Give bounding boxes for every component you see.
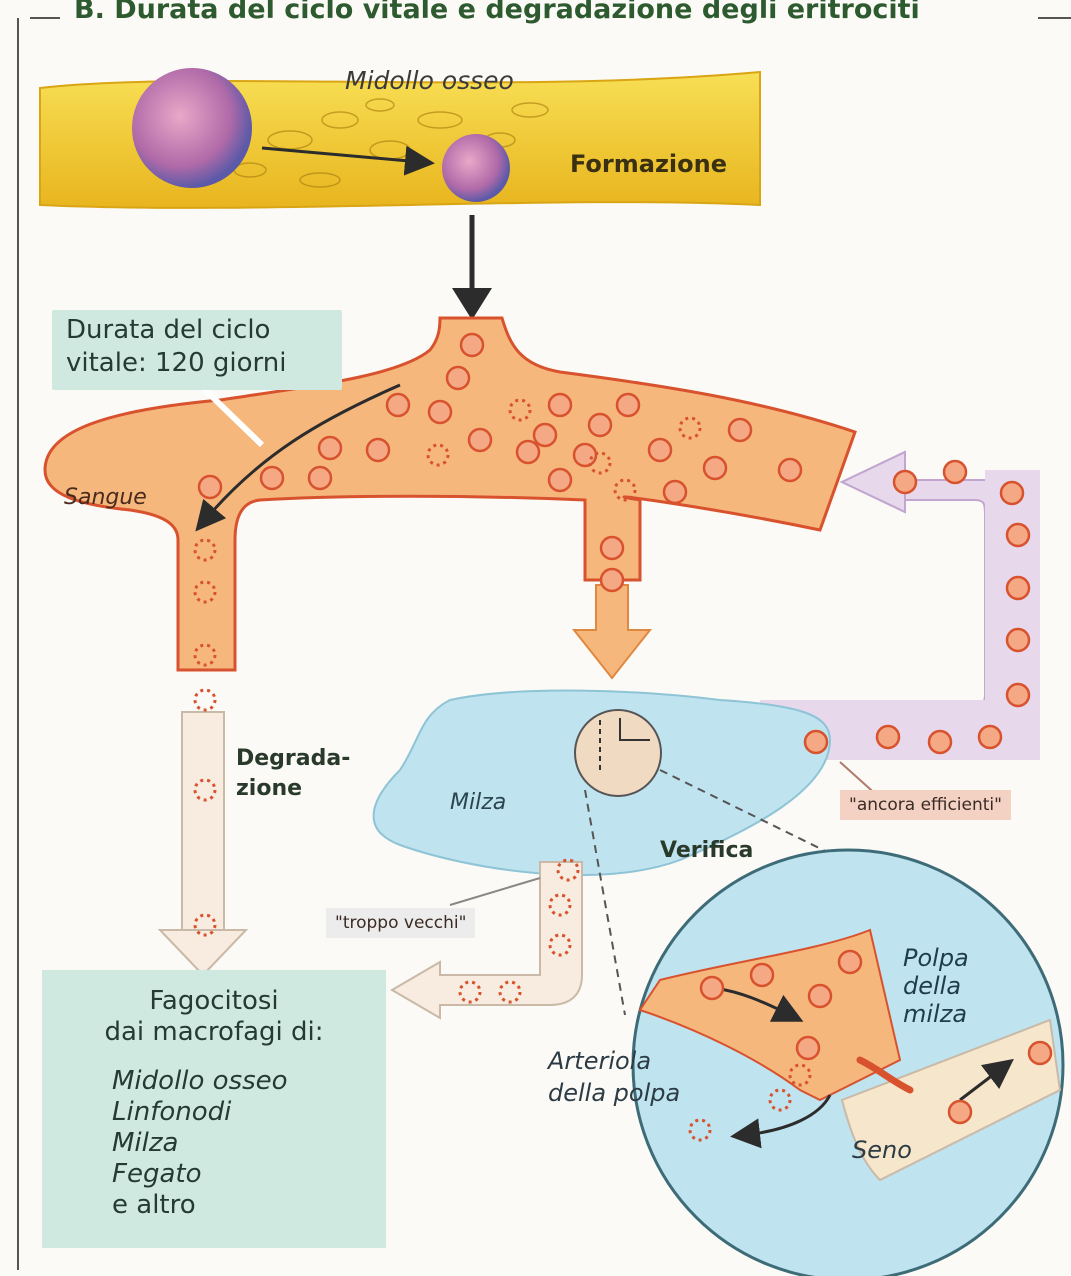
rbc-cell [309,467,331,489]
rbc-cell [429,401,451,423]
degradation-label: Degrada- zione [236,744,350,804]
rbc-cell [877,726,899,748]
degradation-line-2: zione [236,774,350,804]
rbc-fragment [195,690,215,710]
rbc-cell [894,471,916,493]
rbc-cell [574,444,596,466]
too-old-channel [392,862,582,1018]
sinus-label: Seno [852,1136,912,1164]
rbc-cell [1007,684,1029,706]
rbc-cell [199,476,221,498]
rbc-cell [649,439,671,461]
site-item: Midollo osseo [112,1066,386,1097]
site-item: Linfonodi [112,1097,386,1128]
rbc-cell [601,569,623,591]
rbc-cell [805,731,827,753]
pulp-arteriole-line-1: Arteriola [548,1045,680,1077]
rbc-cell [549,394,571,416]
rbc-cell [589,414,611,436]
stem-cell-large [132,68,252,188]
rbc-cell [517,441,539,463]
spleen-label: Milza [450,790,506,815]
phagocytosis-box: Fagocitosi dai macrofagi di: Midollo oss… [42,970,386,1248]
rbc-cell [1007,629,1029,651]
rbc-cell [839,951,861,973]
site-item: Milza [112,1128,386,1159]
spleen-pulp-label: Polpa della milza [903,944,969,1028]
bone-marrow-label: Midollo osseo [345,66,514,95]
stem-cell-small [442,134,510,202]
spleen-organ [374,691,830,876]
rbc-cell [261,467,283,489]
rbc-cell [1007,577,1029,599]
rbc-cell [387,394,409,416]
rbc-cell [751,964,773,986]
rbc-cell [319,437,341,459]
lifespan-line-1: Durata del ciclo [66,314,328,347]
magnified-view [633,850,1063,1276]
phagocytosis-title: Fagocitosi dai macrofagi di: [42,986,386,1048]
phagocytosis-title-line-2: dai macrofagi di: [42,1017,386,1048]
rbc-cell [367,439,389,461]
rbc-cell [704,457,726,479]
rbc-cell [929,731,951,753]
rbc-cell [779,459,801,481]
rbc-cell [447,367,469,389]
release-arrow-head [452,288,492,320]
too-old-tag: "troppo vecchi" [326,908,475,938]
pulp-arteriole-label: Arteriola della polpa [548,1045,680,1109]
rbc-cell [729,419,751,441]
rbc-cell [617,394,639,416]
rbc-cell [809,985,831,1007]
rbc-cell [461,334,483,356]
phagocytosis-sites: Midollo osseo Linfonodi Milza Fegato e a… [112,1066,386,1221]
still-efficient-tag: "ancora efficienti" [840,790,1011,820]
site-item: Fegato [112,1159,386,1190]
rbc-cell [601,537,623,559]
rbc-cell [1029,1042,1051,1064]
pulp-arteriole-line-2: della polpa [548,1077,680,1109]
spleen-pulp-line-2: della [903,972,969,1000]
rbc-cell [469,429,491,451]
lifespan-box: Durata del ciclo vitale: 120 giorni [52,310,342,390]
rbc-cell [979,726,1001,748]
vessel-to-spleen-arrow [574,585,650,678]
formation-label: Formazione [570,150,727,178]
phagocytosis-title-line-1: Fagocitosi [42,986,386,1017]
rbc-cell [949,1101,971,1123]
degradation-line-1: Degrada- [236,744,350,774]
spleen-zoom-circle [575,710,661,796]
rbc-cell [701,977,723,999]
rbc-cell [944,461,966,483]
rbc-cell [1001,482,1023,504]
site-item: e altro [112,1190,386,1221]
rbc-cell [797,1037,819,1059]
figure-title: B. Durata del ciclo vitale e degradazion… [68,0,926,25]
spleen-pulp-line-3: milza [903,1000,969,1028]
rbc-cell [1007,524,1029,546]
rbc-cell [534,424,556,446]
spleen-pulp-line-1: Polpa [903,944,969,972]
rbc-cell [664,481,686,503]
lifespan-line-2: vitale: 120 giorni [66,347,328,380]
blood-label: Sangue [64,485,147,510]
rbc-cell [549,469,571,491]
degradation-channel [160,712,246,975]
check-label: Verifica [660,838,753,863]
